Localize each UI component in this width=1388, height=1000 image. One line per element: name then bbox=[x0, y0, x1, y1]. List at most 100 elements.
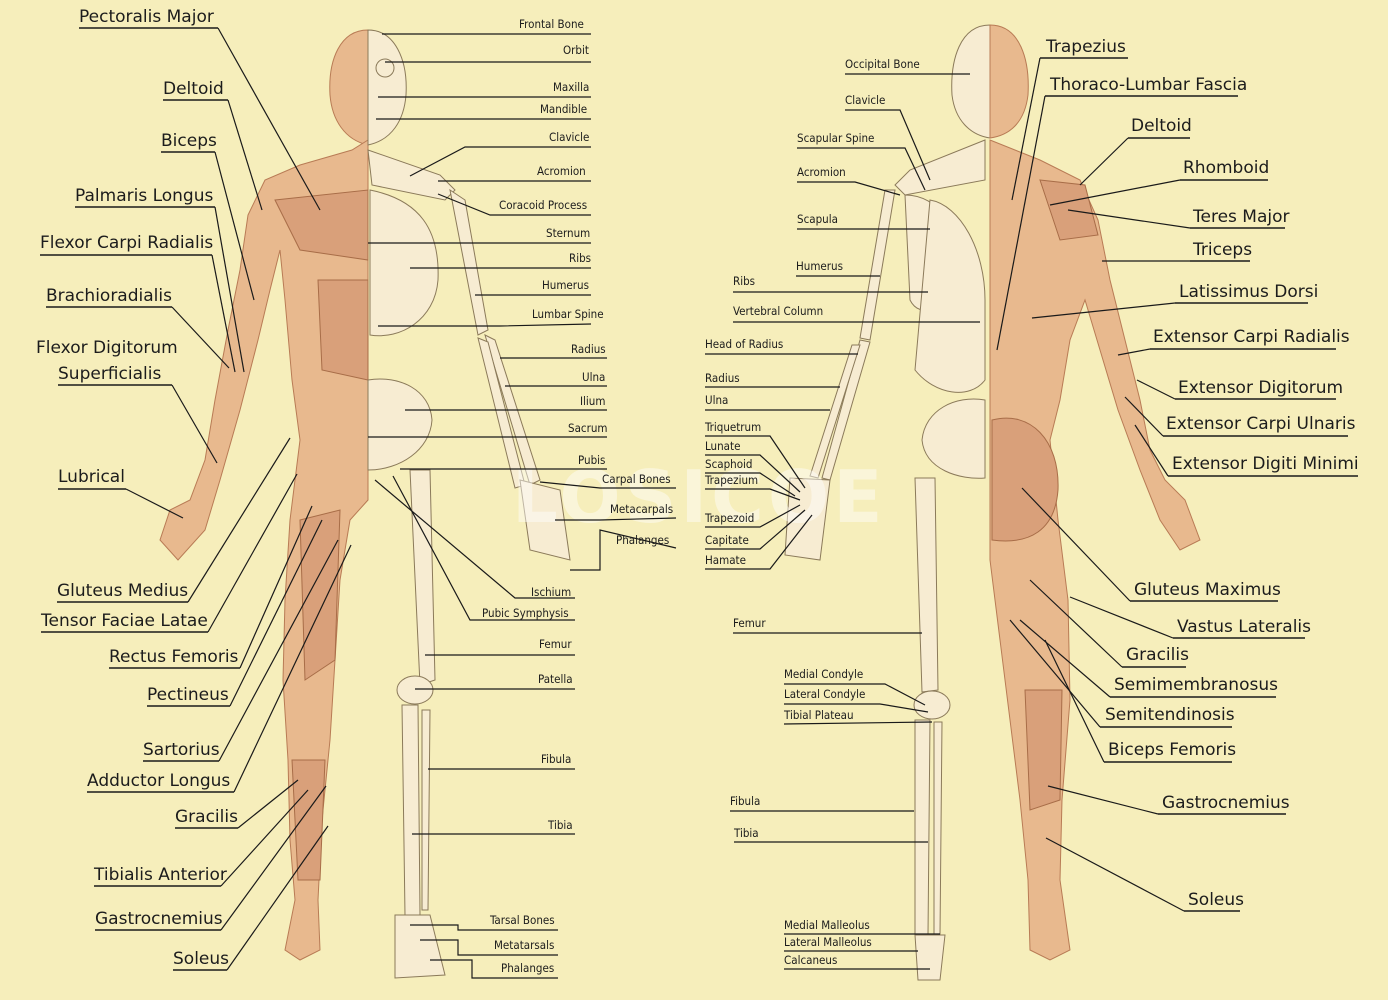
label-semimembranosus: Semimembranosus bbox=[1114, 675, 1278, 695]
label-ribs-front: Ribs bbox=[569, 251, 591, 265]
label-scapular-spine: Scapular Spine bbox=[797, 131, 874, 145]
back-muscle-half bbox=[989, 24, 1201, 961]
label-humerus-front: Humerus bbox=[542, 278, 589, 292]
label-orbit: Orbit bbox=[563, 43, 589, 57]
label-vertebral-column: Vertebral Column bbox=[733, 304, 823, 318]
label-lubrical: Lubrical bbox=[58, 467, 125, 487]
label-gracilis-front: Gracilis bbox=[175, 807, 238, 827]
watermark-text: LOSICOE bbox=[512, 455, 886, 539]
label-scaphoid: Scaphoid bbox=[705, 457, 753, 471]
label-medial-malleolus: Medial Malleolus bbox=[784, 918, 870, 932]
label-adductor-longus: Adductor Longus bbox=[87, 771, 230, 791]
label-gastrocnemius-front: Gastrocnemius bbox=[95, 909, 223, 929]
label-fibula-back: Fibula bbox=[730, 794, 760, 808]
label-tibia-back: Tibia bbox=[733, 826, 759, 840]
label-lateral-malleolus: Lateral Malleolus bbox=[784, 935, 872, 949]
label-lateral-condyle: Lateral Condyle bbox=[784, 687, 865, 701]
label-rhomboid: Rhomboid bbox=[1183, 158, 1269, 178]
label-lunate: Lunate bbox=[705, 439, 740, 453]
label-metatarsals: Metatarsals bbox=[494, 938, 554, 952]
label-extensor-digiti-minimi: Extensor Digiti Minimi bbox=[1172, 454, 1359, 474]
label-maxilla: Maxilla bbox=[553, 80, 589, 94]
label-radius-front: Radius bbox=[571, 342, 606, 356]
label-femur-front: Femur bbox=[539, 637, 572, 651]
back-bone-labels: Occipital Bone Clavicle Scapular Spine A… bbox=[704, 57, 980, 970]
label-frontal-bone: Frontal Bone bbox=[519, 17, 584, 31]
label-ulna-front: Ulna bbox=[582, 370, 605, 384]
label-radius-back: Radius bbox=[705, 371, 740, 385]
front-skeleton-half bbox=[367, 29, 571, 979]
label-soleus-front: Soleus bbox=[173, 949, 229, 969]
label-extensor-carpi-ulnaris: Extensor Carpi Ulnaris bbox=[1166, 414, 1356, 434]
label-scapula: Scapula bbox=[797, 212, 838, 226]
label-acromion-front: Acromion bbox=[537, 164, 586, 178]
label-occipital-bone: Occipital Bone bbox=[845, 57, 920, 71]
label-carpal-bones: Carpal Bones bbox=[602, 472, 671, 486]
label-vastus-lateralis: Vastus Lateralis bbox=[1177, 617, 1311, 637]
label-triquetrum: Triquetrum bbox=[704, 420, 761, 434]
label-tibial-plateau: Tibial Plateau bbox=[783, 708, 854, 722]
label-flexor-digitorum: Flexor Digitorum bbox=[36, 338, 178, 358]
label-metacarpals: Metacarpals bbox=[610, 502, 673, 516]
label-brachioradialis: Brachioradialis bbox=[46, 286, 172, 306]
back-muscle-labels: Trapezius Thoraco-Lumbar Fascia Deltoid … bbox=[996, 37, 1359, 912]
label-biceps: Biceps bbox=[161, 131, 217, 151]
label-semitendinosis: Semitendinosis bbox=[1105, 705, 1235, 725]
label-ribs-back: Ribs bbox=[733, 274, 755, 288]
label-extensor-carpi-radialis: Extensor Carpi Radialis bbox=[1153, 327, 1350, 347]
label-gluteus-medius: Gluteus Medius bbox=[57, 581, 188, 601]
label-latissimus-dorsi: Latissimus Dorsi bbox=[1179, 282, 1318, 302]
label-femur-back: Femur bbox=[733, 616, 766, 630]
front-figure bbox=[159, 29, 571, 979]
front-muscle-half bbox=[159, 29, 369, 961]
label-triceps: Triceps bbox=[1192, 240, 1252, 260]
label-head-of-radius: Head of Radius bbox=[705, 337, 783, 351]
back-skeleton-half bbox=[784, 24, 991, 981]
label-pectineus: Pectineus bbox=[147, 685, 229, 705]
label-patella: Patella bbox=[538, 672, 573, 686]
label-pubic-symphysis: Pubic Symphysis bbox=[482, 606, 569, 620]
label-pectoralis-major: Pectoralis Major bbox=[79, 7, 214, 27]
label-acromion-back: Acromion bbox=[797, 165, 846, 179]
label-gastrocnemius-back: Gastrocnemius bbox=[1162, 793, 1290, 813]
label-tarsal-bones: Tarsal Bones bbox=[489, 913, 555, 927]
label-ischium: Ischium bbox=[531, 585, 571, 599]
label-trapezium: Trapezium bbox=[704, 473, 758, 487]
label-capitate: Capitate bbox=[705, 533, 749, 547]
label-superficialis: Superficialis bbox=[58, 364, 161, 384]
label-trapezius: Trapezius bbox=[1045, 37, 1126, 57]
label-coracoid-process: Coracoid Process bbox=[499, 198, 587, 212]
label-calcaneus: Calcaneus bbox=[784, 953, 837, 967]
label-clavicle-front: Clavicle bbox=[549, 130, 589, 144]
label-sartorius: Sartorius bbox=[143, 740, 220, 760]
label-medial-condyle: Medial Condyle bbox=[784, 667, 863, 681]
label-rectus-femoris: Rectus Femoris bbox=[109, 647, 239, 667]
label-phalanges-foot: Phalanges bbox=[501, 961, 554, 975]
label-deltoid-back: Deltoid bbox=[1131, 116, 1192, 136]
label-gluteus-maximus: Gluteus Maximus bbox=[1134, 580, 1281, 600]
label-fibula-front: Fibula bbox=[541, 752, 571, 766]
label-trapezoid: Trapezoid bbox=[704, 511, 754, 525]
label-lumbar-spine: Lumbar Spine bbox=[532, 307, 604, 321]
label-biceps-femoris: Biceps Femoris bbox=[1108, 740, 1236, 760]
label-tibia-front: Tibia bbox=[547, 818, 573, 832]
label-flexor-carpi-radialis: Flexor Carpi Radialis bbox=[40, 233, 213, 253]
label-soleus-back: Soleus bbox=[1188, 890, 1244, 910]
label-humerus-back: Humerus bbox=[796, 259, 843, 273]
label-extensor-digitorum: Extensor Digitorum bbox=[1178, 378, 1343, 398]
label-sacrum: Sacrum bbox=[568, 421, 608, 435]
back-figure bbox=[784, 24, 1201, 981]
label-teres-major: Teres Major bbox=[1192, 207, 1290, 227]
label-mandible: Mandible bbox=[540, 102, 587, 116]
label-pubis: Pubis bbox=[578, 453, 605, 467]
front-muscle-labels: Pectoralis Major Deltoid Biceps Palmaris… bbox=[36, 7, 352, 971]
label-ilium: Ilium bbox=[580, 394, 605, 408]
label-ulna-back: Ulna bbox=[705, 393, 728, 407]
label-gracilis-back: Gracilis bbox=[1126, 645, 1189, 665]
label-tibialis-anterior: Tibialis Anterior bbox=[93, 865, 227, 885]
label-sternum: Sternum bbox=[546, 226, 590, 240]
label-deltoid-front: Deltoid bbox=[163, 79, 224, 99]
label-thoraco-lumbar-fascia: Thoraco-Lumbar Fascia bbox=[1049, 75, 1247, 95]
